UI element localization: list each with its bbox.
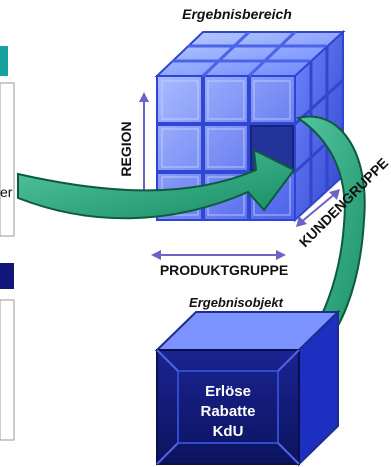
ergebnisbereich-label: Ergebnisbereich bbox=[182, 6, 292, 22]
left-panel-top bbox=[0, 82, 15, 237]
product-arrow-left-head bbox=[151, 250, 161, 260]
customer-dimension-arrow bbox=[296, 189, 340, 227]
left-panel-bottom bbox=[0, 299, 15, 441]
object-corner-line-2 bbox=[277, 349, 300, 372]
object-line-3: KdU bbox=[213, 423, 244, 440]
cell-bevel-1 bbox=[161, 80, 199, 120]
object-corner-line-4 bbox=[277, 442, 300, 465]
produktgruppe-label: PRODUKTGRUPPE bbox=[160, 262, 288, 278]
navy-marker bbox=[0, 263, 14, 289]
teal-marker bbox=[0, 46, 8, 76]
object-inner-frame bbox=[177, 370, 279, 444]
result-object-box bbox=[154, 309, 341, 467]
customer-arrow-lower-head bbox=[296, 216, 307, 227]
region-arrow-up-head bbox=[139, 92, 149, 102]
cell-bevel-5 bbox=[207, 128, 245, 168]
cell-bevel-4 bbox=[161, 128, 199, 168]
left-fragment-text: er bbox=[0, 184, 13, 200]
customer-arrow-upper-head bbox=[329, 189, 340, 200]
left-flow-arrow bbox=[17, 148, 296, 220]
product-dimension-arrow bbox=[151, 250, 286, 260]
cube-top-grid-d1 bbox=[201, 30, 251, 78]
customer-arrow-line bbox=[299, 192, 337, 224]
region-label: REGION bbox=[118, 121, 134, 176]
cell-bevel-2 bbox=[207, 80, 245, 120]
product-arrow-right-head bbox=[276, 250, 286, 260]
cell-bevel-3 bbox=[253, 80, 291, 120]
object-front-face bbox=[156, 349, 300, 465]
object-corner-line-3 bbox=[156, 442, 179, 465]
cube-top-grid-d2 bbox=[247, 30, 297, 78]
ergebnisobjekt-label: Ergebnisobjekt bbox=[189, 295, 284, 310]
object-corner-line-1 bbox=[156, 349, 179, 372]
object-line-1: Erlöse bbox=[205, 383, 251, 400]
left-fragment-group: er bbox=[0, 46, 15, 441]
object-line-2: Rabatte bbox=[200, 403, 255, 420]
